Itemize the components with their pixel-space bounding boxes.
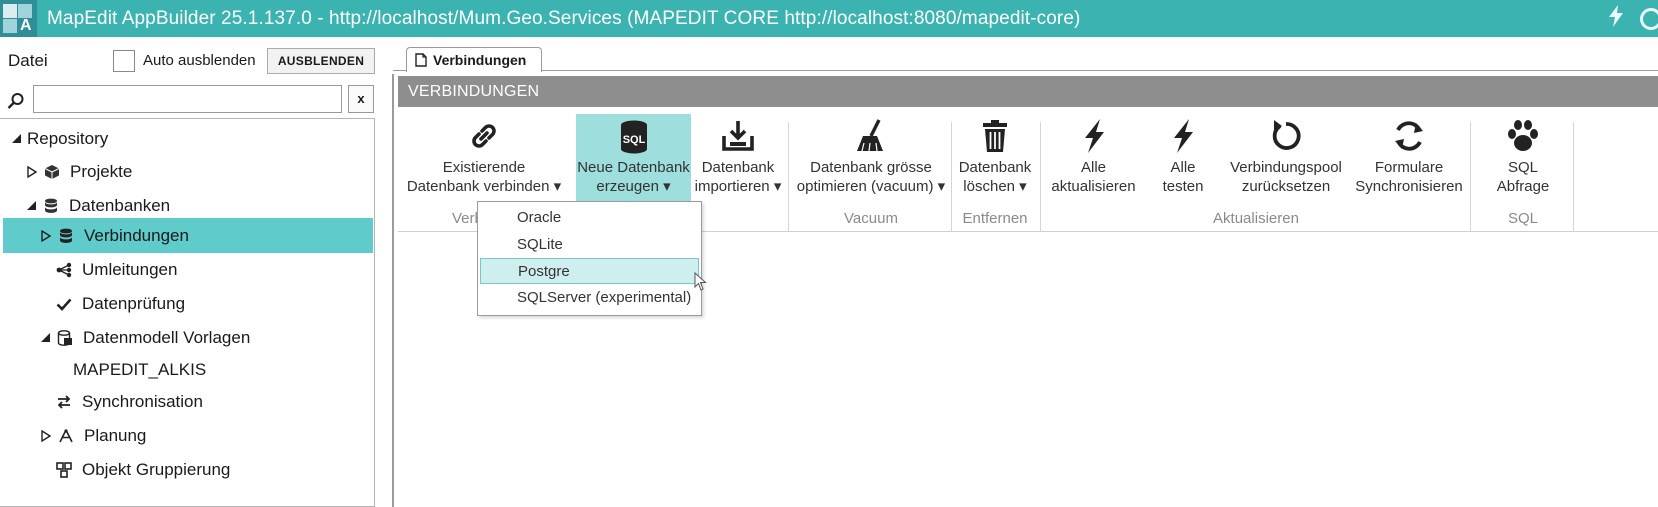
document-area: VERBINDUNGEN Existierende Datenbank verb… [392,74,1658,507]
sql-database-icon: SQL [576,114,691,158]
tree-label: Umleitungen [82,259,178,279]
share-icon [55,261,73,279]
sync-forms-button[interactable]: Formulare Synchronisieren [1353,114,1465,202]
new-database-dropdown: Oracle SQLite Postgre SQLServer (experim… [477,201,702,316]
mouse-cursor-icon [694,272,707,291]
tree-item-projekte[interactable]: Projekte [0,154,373,189]
auto-hide-label: Auto ausblenden [143,52,256,69]
database-icon [42,197,60,215]
window-title: MapEdit AppBuilder 25.1.137.0 - http://l… [47,7,1081,29]
link-icon [404,114,564,158]
file-menu[interactable]: Datei [8,51,48,70]
tree-item-mapedit-alkis[interactable]: MAPEDIT_ALKIS [0,352,373,387]
expanded-arrow-icon[interactable] [9,132,23,146]
paw-icon [1478,114,1568,158]
tree-label: Repository [27,128,109,148]
repository-tree: Repository Projekte Datenbanken [0,118,375,507]
ribbon-group-label: Verb [452,210,483,227]
ribbon-group-label: Aktualisieren [1213,210,1299,227]
document-icon [415,53,427,67]
menu-item-oracle[interactable]: Oracle [517,209,562,226]
app-logo: A [0,0,37,37]
tree-item-planung[interactable]: Planung [0,418,373,453]
search-icon [7,93,24,109]
tree-label: Objekt Gruppierung [82,459,231,479]
menu-item-sqlserver[interactable]: SQLServer (experimental) [517,289,692,306]
tree-label: Projekte [70,161,133,181]
broom-icon [796,114,946,158]
tab-label: Verbindungen [433,52,527,68]
svg-text:SQL: SQL [622,134,645,146]
tree-label: Synchronisation [82,391,203,411]
ribbon-group-label: Vacuum [844,210,898,227]
refresh-icon [1353,114,1465,158]
tree-item-objekt-gruppierung[interactable]: Objekt Gruppierung [0,452,373,487]
tree-label: Verbindungen [84,225,189,245]
connect-existing-database-button[interactable]: Existierende Datenbank verbinden ▾ [404,114,564,202]
sync-arrows-icon [55,393,73,411]
globe-icon[interactable] [1640,7,1658,30]
sql-query-button[interactable]: SQL Abfrage [1478,114,1568,202]
cube-icon [43,163,61,181]
reset-icon [1223,114,1349,158]
menu-item-postgre[interactable]: Postgre [480,258,699,284]
tree-item-datenpruefung[interactable]: Datenprüfung [0,286,373,321]
import-icon [693,114,783,158]
tree-item-verbindungen[interactable]: Verbindungen [3,218,373,253]
tree-item-datenmodell-vorlagen[interactable]: Datenmodell Vorlagen [0,320,373,355]
auto-hide-checkbox[interactable] [113,50,135,72]
flash-icon [1046,114,1141,158]
test-all-button[interactable]: Alle testen [1148,114,1218,202]
tree-label: Datenbanken [69,195,171,215]
ribbon: Existierende Datenbank verbinden ▾ SQL N… [398,114,1658,232]
db-template-icon [56,329,74,347]
tree-item-datenbanken[interactable]: Datenbanken [0,188,373,223]
flash-icon[interactable] [1608,4,1624,33]
collapsed-arrow-icon[interactable] [39,229,53,243]
menu-item-sqlite[interactable]: SQLite [517,236,563,253]
tab-verbindungen[interactable]: Verbindungen [406,47,542,72]
check-icon [55,295,73,313]
import-database-button[interactable]: Datenbank importieren ▾ [693,114,783,202]
tree-label: Planung [84,425,147,445]
reset-connection-pool-button[interactable]: Verbindungspool zurücksetzen [1223,114,1349,202]
search-clear-button[interactable]: x [348,85,374,113]
vacuum-database-button[interactable]: Datenbank grösse optimieren (vacuum) ▾ [796,114,946,202]
collapsed-arrow-icon[interactable] [39,429,53,443]
expanded-arrow-icon[interactable] [24,199,38,213]
hide-button[interactable]: AUSBLENDEN [267,48,375,74]
tree-label: MAPEDIT_ALKIS [73,359,207,379]
tree-label: Datenprüfung [82,293,186,313]
left-panel: Datei Auto ausblenden AUSBLENDEN x Repos… [0,37,375,507]
update-all-button[interactable]: Alle aktualisieren [1046,114,1141,202]
create-new-database-button[interactable]: SQL Neue Datenbank erzeugen ▾ [576,114,691,202]
document-header: VERBINDUNGEN [398,76,1658,107]
database-icon [57,227,75,245]
compass-icon [57,427,75,445]
document-tabstrip: Verbindungen [393,37,1658,72]
title-bar: A MapEdit AppBuilder 25.1.137.0 - http:/… [0,0,1658,37]
trash-icon [955,114,1035,158]
tree-item-umleitungen[interactable]: Umleitungen [0,252,373,287]
ribbon-group-label: Entfernen [962,210,1028,227]
delete-database-button[interactable]: Datenbank löschen ▾ [955,114,1035,202]
tree-item-synchronisation[interactable]: Synchronisation [0,384,373,419]
search-input[interactable] [33,85,342,113]
tree-item-repository[interactable]: Repository [0,121,373,156]
tree-label: Datenmodell Vorlagen [83,327,251,347]
ribbon-group-label: SQL [1507,210,1538,227]
collapsed-arrow-icon[interactable] [25,165,39,179]
group-icon [55,461,73,479]
flash-icon [1148,114,1218,158]
expanded-arrow-icon[interactable] [38,331,52,345]
